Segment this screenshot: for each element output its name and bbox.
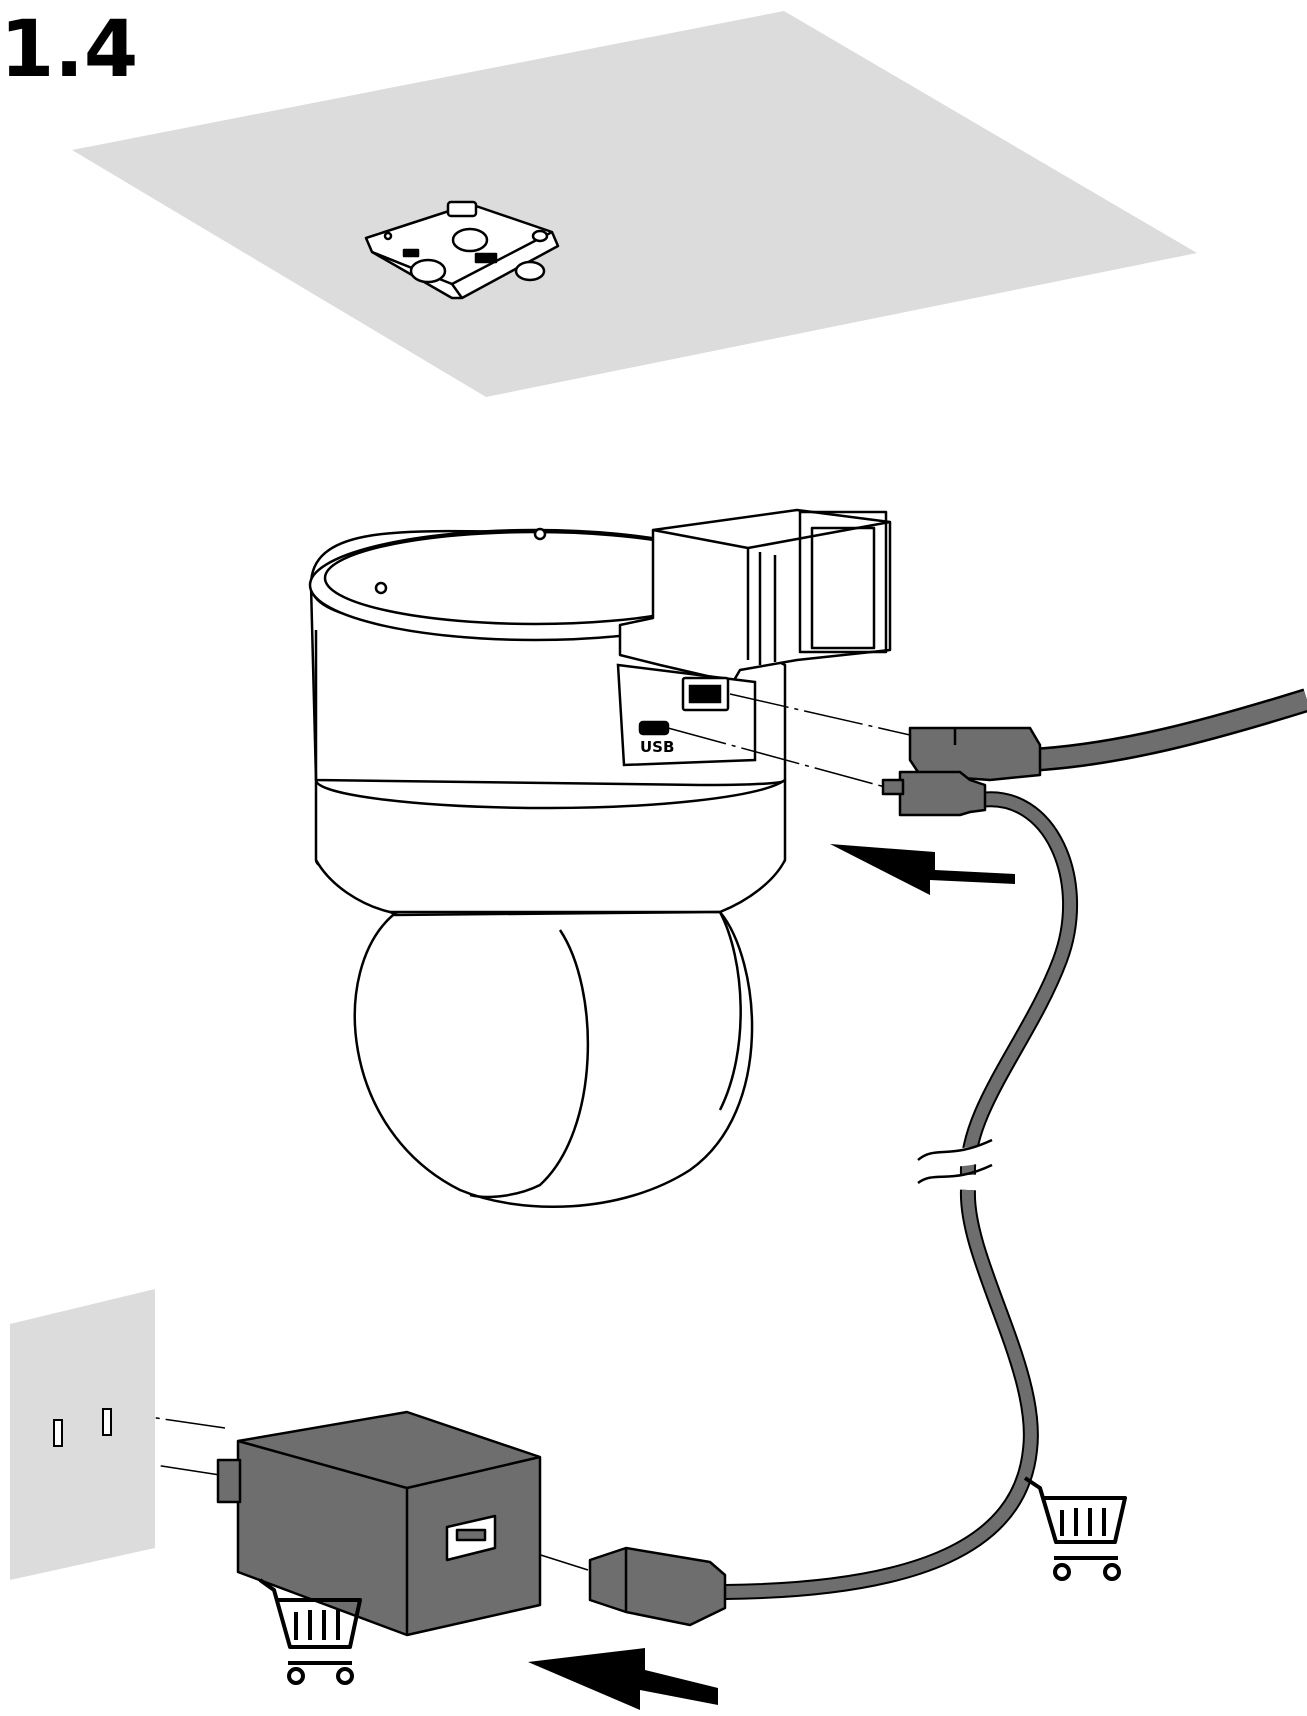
usb-cable (588, 770, 1078, 1627)
shopping-cart-icon (258, 1578, 362, 1685)
camera-body (308, 527, 787, 1209)
ceiling-mount-bracket (364, 200, 560, 300)
arrow-icon (830, 844, 1015, 895)
wall-socket (10, 1289, 155, 1580)
arrow-icon (528, 1648, 718, 1710)
shopping-cart-icon (1023, 1476, 1127, 1581)
camera-mounting-plate (618, 508, 892, 684)
usb-port-label: USB (640, 738, 674, 756)
ethernet-cable (908, 688, 1307, 782)
ceiling-surface (72, 11, 1197, 397)
port-panel (616, 663, 757, 767)
power-adapter (216, 1410, 542, 1637)
step-number: 1.4 (0, 5, 139, 95)
